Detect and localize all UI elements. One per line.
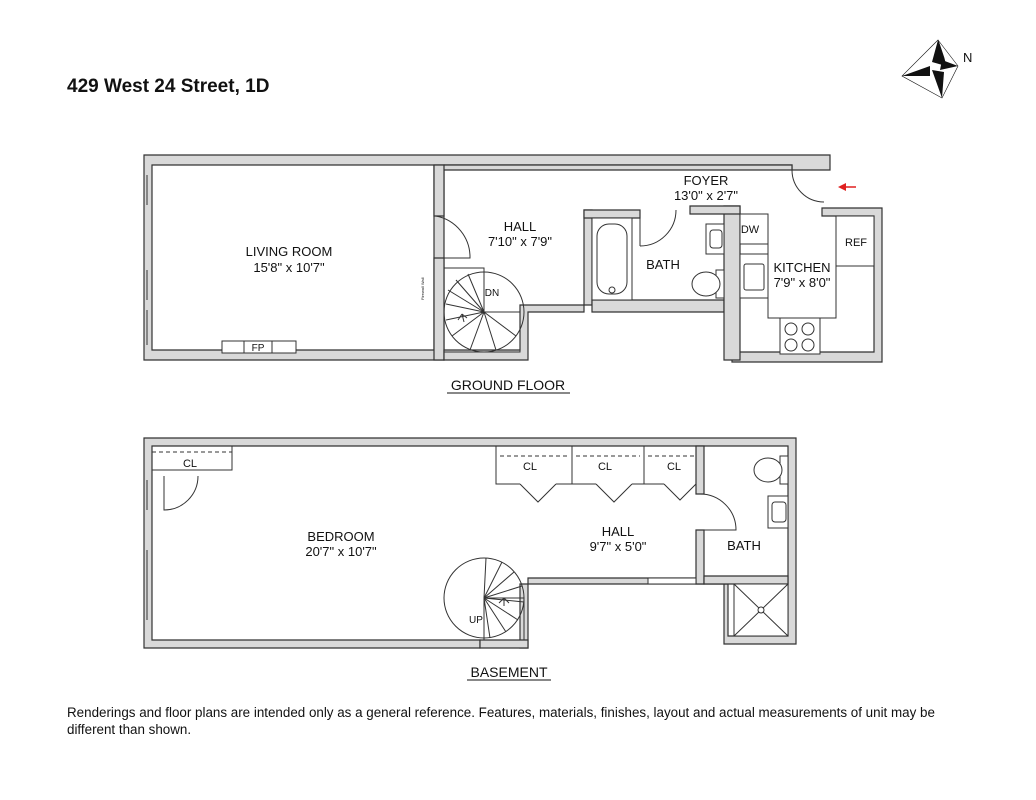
stair-up-label: UP xyxy=(469,615,483,626)
fireplace-label: FP xyxy=(252,343,265,354)
stair-down-label: DN xyxy=(485,288,499,299)
basement-hall-label: HALL xyxy=(602,524,635,539)
basement-heading: BASEMENT xyxy=(470,664,547,680)
basement-hall-dims: 9'7" x 5'0" xyxy=(590,539,647,554)
closet-label: CL xyxy=(598,461,612,473)
svg-text:Firewall Wall: Firewall Wall xyxy=(420,277,425,300)
kitchen-dims: 7'9" x 8'0" xyxy=(774,275,831,290)
listing-title: 429 West 24 Street, 1D xyxy=(67,76,270,97)
basement-bath-label: BATH xyxy=(727,538,761,553)
hall-dims: 7'10" x 7'9" xyxy=(488,234,552,249)
entry-arrow-icon xyxy=(838,183,856,191)
compass-north-label: N xyxy=(963,50,972,65)
ground-floor-plan: Firewall Wall LIVING ROOM 15'8" x 10'7" … xyxy=(143,154,883,363)
closet-label: CL xyxy=(523,461,537,473)
dishwasher-label: DW xyxy=(741,224,760,236)
kitchen-label: KITCHEN xyxy=(773,260,830,275)
living-room-dims: 15'8" x 10'7" xyxy=(253,260,325,275)
compass-icon: N xyxy=(901,39,972,99)
bedroom-label: BEDROOM xyxy=(307,529,374,544)
basement-plan: BEDROOM 20'7" x 10'7" HALL 9'7" x 5'0" B… xyxy=(143,437,797,649)
closet-label: CL xyxy=(667,461,681,473)
bedroom-dims: 20'7" x 10'7" xyxy=(305,544,377,559)
refrigerator-label: REF xyxy=(845,237,867,249)
bath-label: BATH xyxy=(646,257,680,272)
ground-floor-heading: GROUND FLOOR xyxy=(451,377,565,393)
living-room-label: LIVING ROOM xyxy=(246,244,333,259)
disclaimer-text: Renderings and floor plans are intended … xyxy=(67,705,935,737)
hall-label: HALL xyxy=(504,219,537,234)
closet-label: CL xyxy=(183,458,197,470)
foyer-dims: 13'0" x 2'7" xyxy=(674,188,738,203)
foyer-label: FOYER xyxy=(684,173,729,188)
